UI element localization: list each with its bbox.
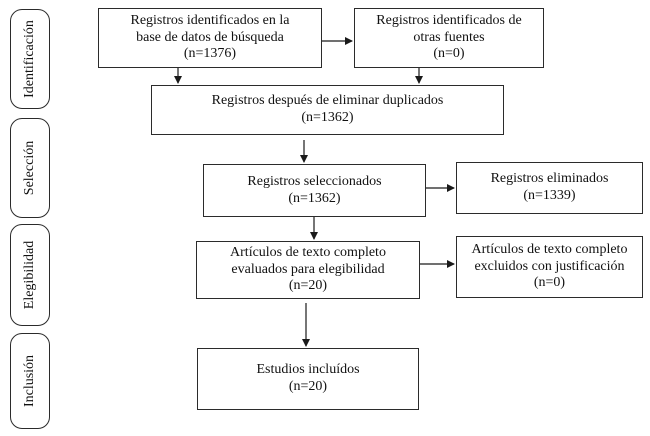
box-screened-records: Registros seleccionados (n=1362) <box>203 164 426 217</box>
box-after-duplicates-line1: Registros después de eliminar duplicados <box>211 93 444 109</box>
box-other-sources-line1: Registros identificados de <box>376 12 522 28</box>
box-database-records-count: (n=1376) <box>183 46 237 62</box>
box-other-sources-line2: otras fuentes <box>413 29 485 45</box>
box-other-sources-count: (n=0) <box>433 46 465 62</box>
phase-identification: Identificación <box>10 9 50 109</box>
box-screened-records-line1: Registros seleccionados <box>247 173 382 189</box>
box-after-duplicates-count: (n=1362) <box>301 110 354 125</box>
box-full-text-assessed-line2: evaluados para elegibilidad <box>231 261 385 277</box>
box-full-text-excluded: Artículos de texto completo excluidos co… <box>456 236 643 298</box>
box-excluded-records: Registros eliminados (n=1339) <box>456 162 643 214</box>
box-full-text-assessed-count: (n=20) <box>288 278 328 294</box>
box-full-text-assessed: Artículos de texto completo evaluados pa… <box>196 241 420 299</box>
box-excluded-records-line1: Registros eliminados <box>490 171 609 187</box>
box-included-studies: Estudios incluídos (n=20) <box>197 348 419 410</box>
phase-eligibility: Elegibilidad <box>10 224 50 326</box>
box-database-records-line2: base de datos de búsqueda <box>136 29 284 45</box>
box-database-records: Registros identificados en la base de da… <box>98 8 322 68</box>
box-included-studies-count: (n=20) <box>288 379 328 394</box>
box-after-duplicates: Registros después de eliminar duplicados… <box>151 85 504 135</box>
box-database-records-line1: Registros identificados en la <box>130 12 290 28</box>
box-full-text-assessed-line1: Artículos de texto completo <box>230 244 386 260</box>
box-excluded-records-count: (n=1339) <box>523 188 576 203</box>
box-screened-records-count: (n=1362) <box>288 190 341 206</box>
box-included-studies-line1: Estudios incluídos <box>256 362 360 378</box>
phase-selection: Selección <box>10 118 50 218</box>
box-full-text-excluded-line2: excluidos con justificación <box>474 258 625 274</box>
box-full-text-excluded-line1: Artículos de texto completo <box>471 241 628 257</box>
box-full-text-excluded-count: (n=0) <box>533 275 566 291</box>
phase-inclusion: Inclusión <box>10 333 50 429</box>
box-other-sources: Registros identificados de otras fuentes… <box>354 8 544 68</box>
